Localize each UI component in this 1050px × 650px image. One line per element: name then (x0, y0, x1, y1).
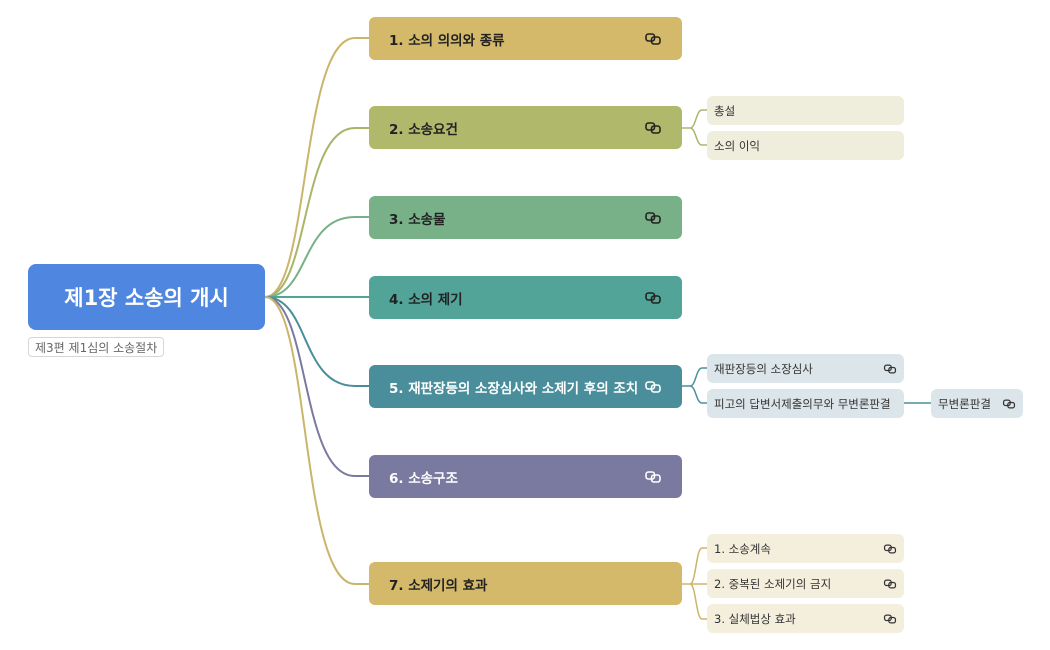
topic-4[interactable]: 4. 소의 제기 (369, 276, 682, 319)
topic-7[interactable]: 7. 소제기의 효과 (369, 562, 682, 605)
link-root-topic2 (264, 127, 369, 298)
link-icon[interactable] (644, 378, 662, 396)
topic-1-label: 1. 소의 의의와 종류 (389, 32, 505, 49)
topic-5[interactable]: 5. 재판장등의 소장심사와 소제기 후의 조치 (369, 365, 682, 408)
link-root-topic1 (264, 37, 369, 298)
link-root-topic3 (264, 216, 369, 298)
link-topic5-subs (682, 367, 707, 404)
link-icon[interactable] (644, 289, 662, 307)
link-topic2-subs (682, 109, 707, 146)
subtopic-label: 피고의 답변서제출의무와 무변론판결 (714, 396, 891, 411)
topic-7-label: 7. 소제기의 효과 (389, 577, 488, 594)
topic-6[interactable]: 6. 소송구조 (369, 455, 682, 498)
topic-3-label: 3. 소송물 (389, 211, 446, 228)
topic-2-label: 2. 소송요건 (389, 121, 458, 138)
central-topic-subtitle-text: 제3편 제1심의 소송절차 (35, 340, 158, 355)
topic-1[interactable]: 1. 소의 의의와 종류 (369, 17, 682, 60)
topic-6-label: 6. 소송구조 (389, 470, 458, 487)
subtopic-7-1[interactable]: 1. 소송계속 (707, 534, 904, 563)
central-topic-title: 제1장 소송의 개시 (64, 286, 229, 310)
central-topic-subtitle: 제3편 제1심의 소송절차 (28, 337, 165, 357)
link-icon[interactable] (1002, 397, 1016, 411)
subtopic-7-3[interactable]: 3. 실체법상 효과 (707, 604, 904, 633)
link-icon[interactable] (644, 30, 662, 48)
subtopic-label: 재판장등의 소장심사 (714, 361, 813, 376)
link-topic7-subs (682, 547, 707, 620)
subtopic-label: 소의 이익 (714, 138, 760, 153)
link-icon[interactable] (883, 362, 897, 376)
subtopic-label: 1. 소송계속 (714, 541, 771, 556)
link-root-topic6 (264, 296, 369, 477)
central-topic[interactable]: 제1장 소송의 개시 (28, 264, 265, 330)
subtopic-5-2[interactable]: 피고의 답변서제출의무와 무변론판결 (707, 389, 904, 418)
subtopic-label: 무변론판결 (938, 396, 991, 411)
link-icon[interactable] (883, 577, 897, 591)
subtopic-label: 3. 실체법상 효과 (714, 611, 796, 626)
link-icon[interactable] (644, 119, 662, 137)
link-icon[interactable] (883, 612, 897, 626)
topic-2[interactable]: 2. 소송요건 (369, 106, 682, 149)
link-icon[interactable] (644, 468, 662, 486)
link-icon[interactable] (644, 209, 662, 227)
topic-4-label: 4. 소의 제기 (389, 291, 463, 308)
subtopic-2-1[interactable]: 총설 (707, 96, 904, 125)
topic-5-label: 5. 재판장등의 소장심사와 소제기 후의 조치 (389, 380, 639, 397)
subtopic-label: 2. 중복된 소제기의 금지 (714, 576, 832, 591)
subtopic-label: 총설 (714, 103, 736, 118)
subtopic-7-2[interactable]: 2. 중복된 소제기의 금지 (707, 569, 904, 598)
subtopic-5-2-1[interactable]: 무변론판결 (931, 389, 1023, 418)
link-icon[interactable] (883, 542, 897, 556)
link-root-topic5 (264, 296, 369, 387)
topic-3[interactable]: 3. 소송물 (369, 196, 682, 239)
subtopic-2-2[interactable]: 소의 이익 (707, 131, 904, 160)
subtopic-5-1[interactable]: 재판장등의 소장심사 (707, 354, 904, 383)
link-root-topic7 (264, 296, 369, 585)
